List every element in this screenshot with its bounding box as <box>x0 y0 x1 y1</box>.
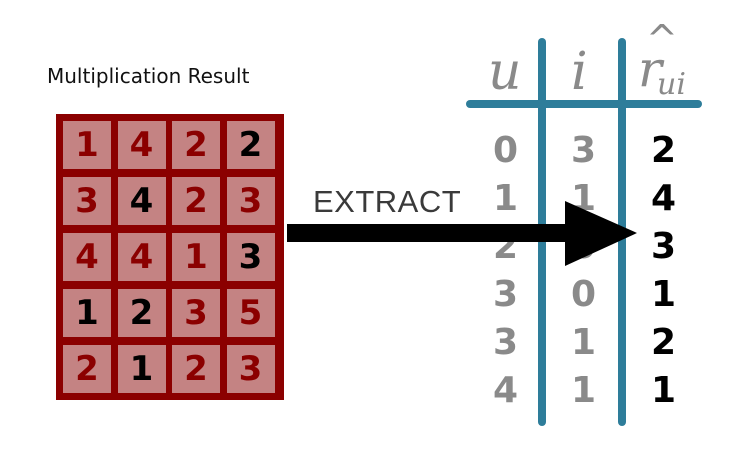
header-r: r <box>638 40 662 98</box>
matrix-cell: 2 <box>172 345 220 393</box>
matrix-cell: 2 <box>226 121 275 169</box>
header-u: u <box>488 42 522 102</box>
i-value: 1 <box>571 322 597 363</box>
rating-value: 1 <box>651 274 677 315</box>
matrix-cell: 2 <box>172 177 220 225</box>
matrix-cell: 4 <box>117 121 166 169</box>
matrix-title: Multiplication Result <box>47 64 250 88</box>
matrix-cell: 3 <box>226 233 275 281</box>
arrow-head <box>565 201 637 266</box>
matrix-cell: 3 <box>63 177 111 225</box>
rating-value: 4 <box>651 178 677 219</box>
matrix-cell: 1 <box>172 233 220 281</box>
matrix-cell: 2 <box>63 345 111 393</box>
i-value: 1 <box>571 370 597 411</box>
u-value: 1 <box>493 178 519 219</box>
matrix-cell: 4 <box>63 233 111 281</box>
extract-label: EXTRACT <box>313 184 462 219</box>
rating-value: 2 <box>651 130 677 171</box>
u-value: 3 <box>493 322 519 363</box>
rating-value: 3 <box>651 226 677 267</box>
matrix-cell: 1 <box>63 289 111 337</box>
u-value: 4 <box>493 370 519 411</box>
matrix-cell: 3 <box>226 177 275 225</box>
header-i: i <box>571 42 588 102</box>
matrix-cell: 4 <box>117 233 166 281</box>
i-value: 3 <box>571 130 597 171</box>
header-r-subscript: ui <box>657 67 686 102</box>
rating-value: 2 <box>651 322 677 363</box>
matrix-cell: 3 <box>226 345 275 393</box>
matrix-cell: 4 <box>117 177 166 225</box>
u-value: 3 <box>493 274 519 315</box>
header-r-hat: ^ <box>646 17 678 61</box>
matrix-cell: 1 <box>63 121 111 169</box>
matrix-cell: 5 <box>226 289 275 337</box>
matrix-cell: 2 <box>117 289 166 337</box>
u-value: 0 <box>493 130 519 171</box>
rating-value: 1 <box>651 370 677 411</box>
matrix-cell: 2 <box>172 121 220 169</box>
i-value: 0 <box>571 274 597 315</box>
matrix-cell: 1 <box>117 345 166 393</box>
arrow-shaft <box>287 224 567 242</box>
matrix-cell: 3 <box>172 289 220 337</box>
